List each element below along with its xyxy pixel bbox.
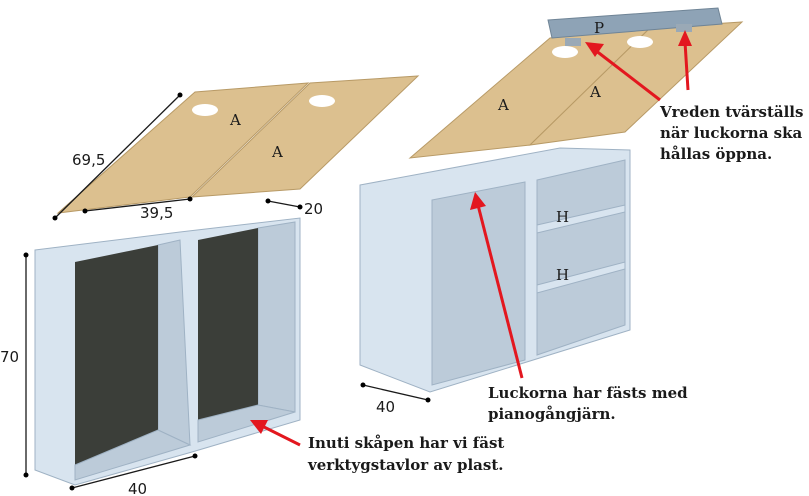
label-h: H bbox=[556, 208, 569, 226]
board-a-left bbox=[56, 82, 310, 214]
right-boards: A A P bbox=[408, 7, 744, 159]
dim-40-right: 40 bbox=[376, 398, 395, 416]
caption-bar: Vreden tvärställs när luckorna ska hålla… bbox=[659, 103, 803, 163]
svg-text:Vreden tvärställs: Vreden tvärställs bbox=[659, 103, 803, 121]
tool-panel bbox=[198, 228, 258, 420]
shelf bbox=[536, 261, 626, 294]
board-a-right bbox=[190, 75, 420, 198]
label-h: H bbox=[556, 266, 569, 284]
dimensions-left: 69,5 39,5 20 70 40 bbox=[0, 92, 323, 496]
left-boards: A A bbox=[56, 75, 420, 214]
svg-text:hållas öppna.: hållas öppna. bbox=[660, 145, 772, 163]
dim-39-5: 39,5 bbox=[140, 204, 173, 222]
dim-20: 20 bbox=[304, 200, 323, 218]
hole bbox=[309, 95, 335, 107]
svg-text:Inuti skåpen har vi fäst: Inuti skåpen har vi fäst bbox=[308, 434, 504, 452]
label-a: A bbox=[497, 96, 509, 114]
hole bbox=[192, 104, 218, 116]
caption-inside: Inuti skåpen har vi fäst verktygstavlor … bbox=[307, 434, 504, 474]
label-a: A bbox=[229, 111, 241, 129]
left-cabinet bbox=[34, 217, 301, 486]
svg-text:pianogångjärn.: pianogångjärn. bbox=[488, 405, 616, 423]
tool-panel bbox=[75, 245, 158, 465]
label-a: A bbox=[589, 83, 601, 101]
shelf bbox=[536, 204, 626, 234]
svg-text:verktygstavlor av plast.: verktygstavlor av plast. bbox=[307, 456, 503, 474]
caption-hinge: Luckorna har fästs med pianogångjärn. bbox=[488, 384, 688, 423]
right-cabinet: H H 40 bbox=[359, 147, 631, 416]
dim-40-left: 40 bbox=[128, 480, 147, 496]
label-p: P bbox=[594, 19, 604, 37]
dim-70: 70 bbox=[0, 348, 19, 366]
label-a: A bbox=[271, 143, 283, 161]
dim-69-5: 69,5 bbox=[72, 151, 105, 169]
arrows bbox=[250, 30, 692, 447]
svg-text:när luckorna ska: när luckorna ska bbox=[660, 124, 802, 142]
bar-p bbox=[547, 7, 723, 39]
svg-text:Luckorna har fästs med: Luckorna har fästs med bbox=[488, 384, 688, 402]
